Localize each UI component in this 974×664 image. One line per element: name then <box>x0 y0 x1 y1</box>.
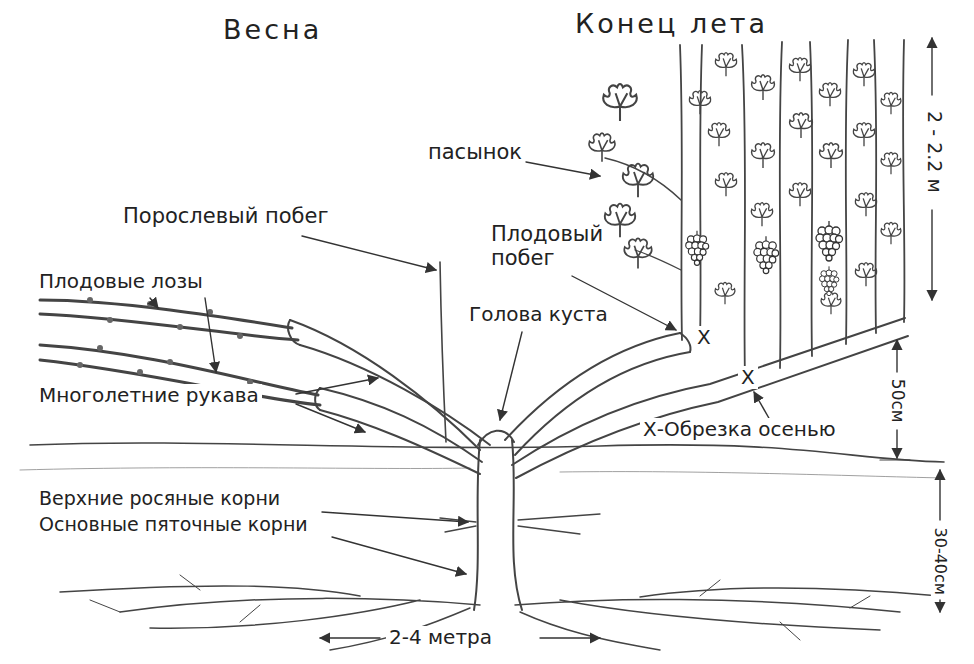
part-label: Основные пяточные корни <box>36 514 311 536</box>
season-heading: Конец лета <box>572 8 771 39</box>
dimension-label: 2 - 2.2 м <box>923 108 945 196</box>
part-label: Голова куста <box>466 303 611 326</box>
part-label: пасынок <box>425 140 525 164</box>
part-label: Плодовые лозы <box>36 270 206 293</box>
part-label: Многолетние рукава <box>36 384 262 407</box>
dimension-label: 50см <box>887 376 907 426</box>
part-label: Порослевый побег <box>120 204 331 228</box>
cut-mark: Х <box>738 366 758 389</box>
note-label: Х-Обрезка осенью <box>640 418 839 441</box>
season-heading: Весна <box>220 14 325 45</box>
part-label: Верхние росяные корни <box>36 488 283 510</box>
cut-mark: Х <box>694 326 714 349</box>
dimension-label: 30-40см <box>931 524 949 597</box>
part-label: Плодовый побег <box>488 222 604 270</box>
dimension-label: 2-4 метра <box>386 626 495 649</box>
